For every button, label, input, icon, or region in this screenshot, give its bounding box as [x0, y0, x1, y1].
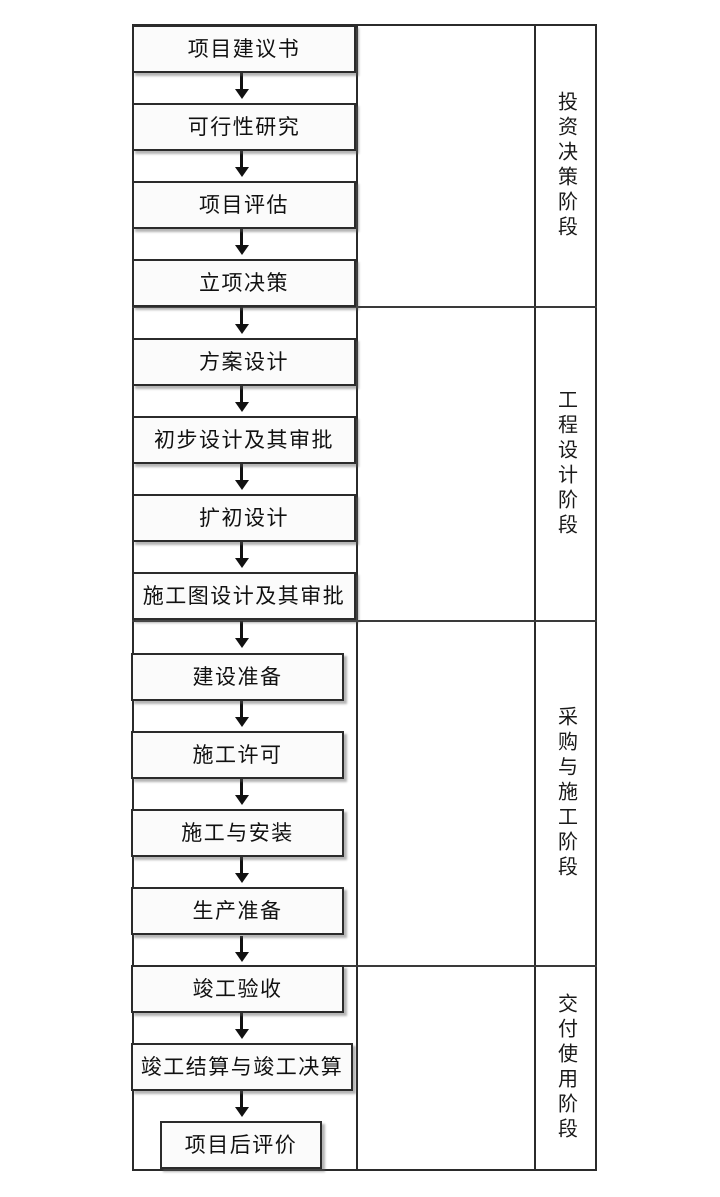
- phase-label-delivery-use: 交付使用阶段: [554, 992, 577, 1143]
- column-divider-nodes-gap: [356, 24, 358, 1171]
- phase-cell-delivery-use: 交付使用阶段: [536, 966, 594, 1169]
- node-project-approval-decision[interactable]: 立项决策: [132, 259, 356, 307]
- node-feasibility-study[interactable]: 可行性研究: [132, 103, 356, 151]
- phase-divider-3: [132, 965, 597, 967]
- connector-arrow-7: [240, 542, 243, 559]
- node-preliminary-design-approval[interactable]: 初步设计及其审批: [132, 416, 356, 464]
- phase-divider-1: [132, 306, 597, 308]
- frame-right-border: [595, 24, 597, 1171]
- phase-label-engineering-design: 工程设计阶段: [554, 388, 577, 539]
- connector-arrow-12: [240, 936, 243, 953]
- node-construction-permit[interactable]: 施工许可: [131, 731, 344, 779]
- phase-label-procurement-construction: 采购与施工阶段: [554, 705, 577, 881]
- column-divider-phase-label: [534, 24, 536, 1171]
- node-completion-acceptance[interactable]: 竣工验收: [131, 965, 344, 1013]
- node-project-proposal[interactable]: 项目建议书: [132, 25, 356, 73]
- node-project-appraisal[interactable]: 项目评估: [132, 181, 356, 229]
- frame-top-border: [132, 24, 597, 26]
- node-construction-drawing-design-approval[interactable]: 施工图设计及其审批: [132, 572, 356, 620]
- phase-label-investment-decision: 投资决策阶段: [554, 90, 577, 241]
- connector-arrow-10: [240, 779, 243, 796]
- connector-arrow-3: [240, 229, 243, 246]
- connector-arrow-14: [240, 1091, 243, 1108]
- connector-arrow-5: [240, 386, 243, 403]
- connector-arrow-8: [240, 621, 243, 639]
- phase-cell-engineering-design: 工程设计阶段: [536, 307, 594, 620]
- node-construction-and-installation[interactable]: 施工与安装: [131, 809, 344, 857]
- phase-cell-procurement-construction: 采购与施工阶段: [536, 621, 594, 965]
- phase-divider-2: [132, 620, 597, 622]
- node-construction-preparation[interactable]: 建设准备: [131, 653, 344, 701]
- node-scheme-design[interactable]: 方案设计: [132, 338, 356, 386]
- connector-arrow-4: [240, 307, 243, 325]
- connector-arrow-13: [240, 1013, 243, 1030]
- node-final-settlement-and-accounts[interactable]: 竣工结算与竣工决算: [131, 1043, 353, 1091]
- connector-arrow-9: [240, 701, 243, 718]
- connector-arrow-2: [240, 151, 243, 168]
- node-post-project-evaluation[interactable]: 项目后评价: [160, 1121, 322, 1169]
- node-production-preparation[interactable]: 生产准备: [131, 887, 344, 935]
- phase-cell-investment-decision: 投资决策阶段: [536, 25, 594, 306]
- connector-arrow-6: [240, 464, 243, 481]
- frame-bottom-border: [132, 1169, 597, 1171]
- connector-arrow-11: [240, 857, 243, 874]
- connector-arrow-1: [240, 73, 243, 90]
- node-extended-preliminary-design[interactable]: 扩初设计: [132, 494, 356, 542]
